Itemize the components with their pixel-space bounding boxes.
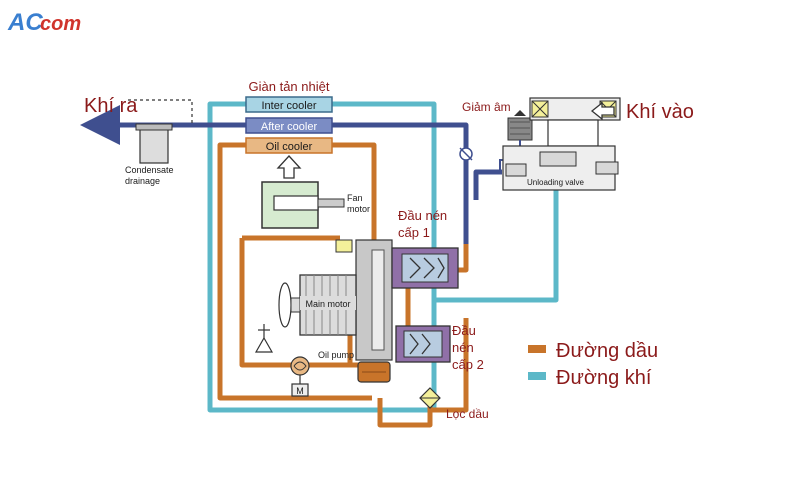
dau-nen-2-label-a: Đầu xyxy=(452,323,476,338)
svg-text:AC: AC xyxy=(7,9,43,36)
loc-dau-label: Lọc dầu xyxy=(446,407,489,421)
condensate-label-2: drainage xyxy=(125,176,160,186)
svg-text:Inter cooler: Inter cooler xyxy=(261,100,316,112)
oil-cooler: Oil cooler xyxy=(245,137,333,154)
dau-nen-1-label-b: cấp 1 xyxy=(398,225,430,240)
inter-cooler: Inter cooler xyxy=(245,96,333,113)
khi-vao-label: Khí vào xyxy=(626,101,694,123)
fan-label-1: Fan xyxy=(347,193,363,203)
accom-logo: AC com xyxy=(7,9,81,36)
fan-motor xyxy=(261,181,345,229)
discharge-line xyxy=(80,105,502,244)
main-motor-label-bg xyxy=(300,296,356,310)
unloading-valve xyxy=(502,145,619,191)
condensate-tank xyxy=(135,123,173,164)
after-cooler: After cooler xyxy=(245,117,333,134)
fan-label-2: motor xyxy=(347,204,370,214)
giam-am-label: Giảm âm xyxy=(462,100,511,114)
dau-nen-2-label-b: nén xyxy=(452,340,474,355)
legend-air-label: Đường khí xyxy=(556,367,652,389)
stage2-compressor xyxy=(395,325,451,363)
dotted-guide xyxy=(128,99,193,125)
legend: Đường dầu Đường khí xyxy=(528,340,658,389)
legend-oil-label: Đường dầu xyxy=(556,340,658,362)
unloading-valve-label: Unloading valve xyxy=(527,178,584,187)
oil-sensor xyxy=(335,239,353,253)
svg-text:Oil cooler: Oil cooler xyxy=(266,141,313,153)
oil-pump-label: Oil pump xyxy=(318,350,354,360)
main-motor-label: Main motor xyxy=(305,299,350,309)
stage1-compressor xyxy=(391,247,459,289)
legend-oil-swatch xyxy=(528,345,546,353)
svg-text:com: com xyxy=(40,13,81,35)
motor-m-label: M xyxy=(296,386,304,396)
intake-filter xyxy=(529,97,621,147)
gian-tan-nhiet-label: Giàn tản nhiệt xyxy=(249,79,330,94)
oil-sump xyxy=(357,361,391,383)
oil-filter xyxy=(419,387,441,409)
relief-valve xyxy=(254,324,274,353)
oil-pump xyxy=(290,356,310,397)
svg-text:After cooler: After cooler xyxy=(261,121,318,133)
dau-nen-2-label-c: cấp 2 xyxy=(452,357,484,372)
check-valve xyxy=(459,147,473,161)
intake-arrow-icon xyxy=(590,101,615,121)
khi-ra-label: Khí ra xyxy=(84,95,138,117)
legend-air-swatch xyxy=(528,372,546,380)
airflow-up-arrow xyxy=(276,155,302,179)
dau-nen-1-label-a: Đầu nén xyxy=(398,208,447,223)
gear-case xyxy=(352,239,393,361)
condensate-label-1: Condensate xyxy=(125,165,174,175)
